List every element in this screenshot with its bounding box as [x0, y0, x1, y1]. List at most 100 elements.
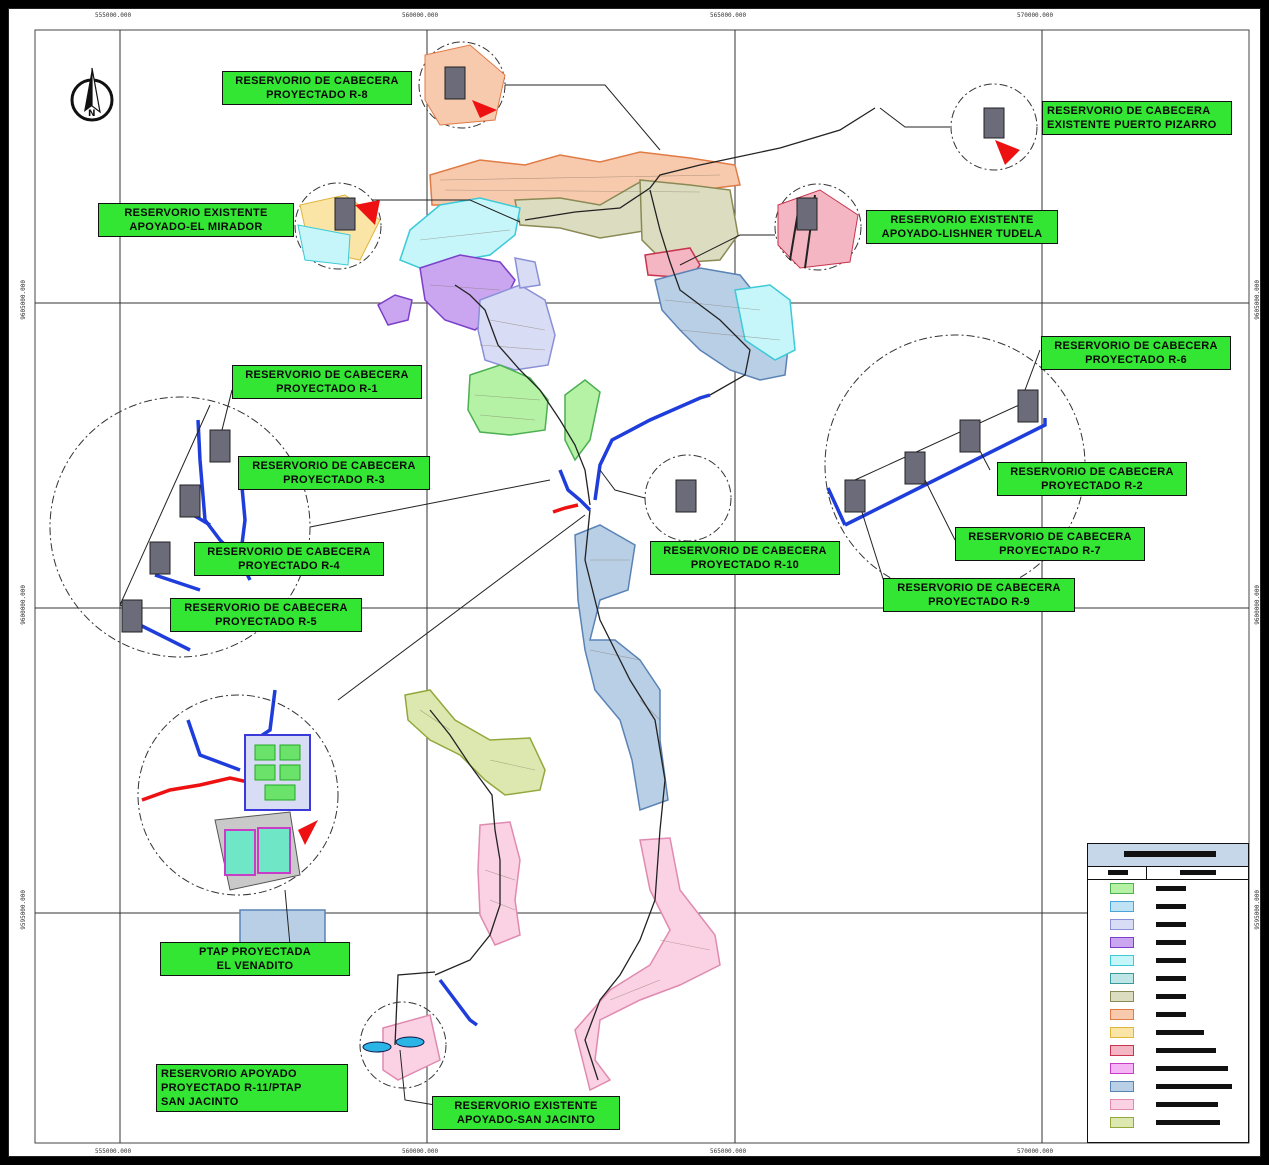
legend-swatch: [1110, 1099, 1134, 1110]
legend-swatch: [1110, 937, 1134, 948]
map-border: [34, 29, 1250, 1144]
tank-icon-r1: [209, 429, 231, 463]
tank-icon-r9: [844, 479, 866, 513]
tank-icon-r3: [179, 484, 201, 518]
legend-swatch: [1110, 991, 1134, 1002]
legend-swatch: [1110, 1027, 1134, 1038]
grid-y-label: 9595000.000: [20, 890, 27, 930]
legend-swatch: [1110, 883, 1134, 894]
legend-row: [1088, 970, 1248, 987]
legend-row: [1088, 1060, 1248, 1077]
legend-row: [1088, 1006, 1248, 1023]
zone-blue-ptap: [239, 909, 326, 946]
legend-swatch: [1110, 973, 1134, 984]
legend-row: [1088, 934, 1248, 951]
zone-pink-south: [477, 821, 521, 946]
legend-row: [1088, 898, 1248, 915]
grid-x-label: 565000.000: [710, 12, 747, 19]
red-pipe: [141, 503, 579, 802]
legend-text-bar: [1156, 1102, 1218, 1107]
legend-swatch: [1110, 1117, 1134, 1128]
legend-subheader: [1088, 867, 1248, 880]
grid-x-label: 555000.000: [95, 1148, 132, 1155]
legend-row: [1088, 1042, 1248, 1059]
legend-swatch: [1110, 919, 1134, 930]
legend-text-bar: [1156, 1030, 1204, 1035]
legend-swatch: [1110, 1045, 1134, 1056]
conduction-lines: [394, 107, 876, 1081]
legend-swatch: [1110, 1009, 1134, 1020]
zone-cyan-east: [734, 284, 796, 361]
tank-icon-lishner: [796, 197, 818, 231]
legend-text-bar: [1156, 886, 1186, 891]
svg-text:N: N: [88, 109, 96, 119]
grid-y-label: 9605000.000: [20, 280, 27, 320]
legend-row: [1088, 880, 1248, 897]
legend-text-bar: [1156, 1012, 1186, 1017]
legend-swatch: [1110, 901, 1134, 912]
legend-text-bar: [1156, 1066, 1228, 1071]
inset-lishner: [777, 189, 859, 269]
legend-text-bar: [1156, 994, 1186, 999]
zone-pink-se: [574, 837, 721, 1092]
legend-row: [1088, 1114, 1248, 1131]
legend-row: [1088, 1024, 1248, 1041]
legend-text-bar: [1156, 1048, 1216, 1053]
legend-header: [1088, 844, 1248, 867]
zone-lavender-small: [514, 257, 541, 289]
tank-icon-pizarro: [983, 107, 1005, 139]
legend: [1087, 843, 1249, 1143]
reservoir-icons: [121, 66, 1039, 633]
legend-text-bar: [1156, 922, 1186, 927]
zone-olive: [639, 179, 739, 263]
legend-row: [1088, 952, 1248, 969]
inset-ptap: [214, 734, 318, 891]
zone-pink-sj: [382, 1014, 441, 1081]
tank-icon-mirador: [334, 197, 356, 231]
inset-pizarro: [995, 140, 1020, 165]
legend-swatch: [1110, 1081, 1134, 1092]
legend-text-bar: [1156, 976, 1186, 981]
grid-x-label: 555000.000: [95, 12, 132, 19]
tank-icon-r5: [121, 599, 143, 633]
zone-blue-south: [574, 524, 669, 812]
legend-text-bar: [1156, 904, 1186, 909]
legend-text-bar: [1156, 1084, 1232, 1089]
legend-text-bar: [1156, 940, 1186, 945]
grid-x-label: 560000.000: [402, 1148, 439, 1155]
tank-icon-sanjacinto: [395, 1036, 425, 1048]
legend-row: [1088, 916, 1248, 933]
tank-icon-r2: [959, 419, 981, 453]
grid-x-label: 565000.000: [710, 1148, 747, 1155]
zone-olive-south: [404, 689, 546, 796]
legend-swatch: [1110, 955, 1134, 966]
grid-x-label: 570000.000: [1017, 1148, 1054, 1155]
grid-x-label: 560000.000: [402, 12, 439, 19]
grid-x-label: 570000.000: [1017, 12, 1054, 19]
legend-swatch: [1110, 1063, 1134, 1074]
grid-y-label: 9600000.000: [20, 585, 27, 625]
legend-row: [1088, 988, 1248, 1005]
service-zones: [239, 151, 796, 1092]
grid-y-label: 9595000.000: [1254, 890, 1261, 930]
zone-green-branch: [564, 379, 601, 462]
tank-icon-r4: [149, 541, 171, 575]
tank-icon-r8: [444, 66, 466, 100]
grid-y-label: 9600000.000: [1254, 585, 1261, 625]
tank-icon-r11: [362, 1041, 392, 1053]
